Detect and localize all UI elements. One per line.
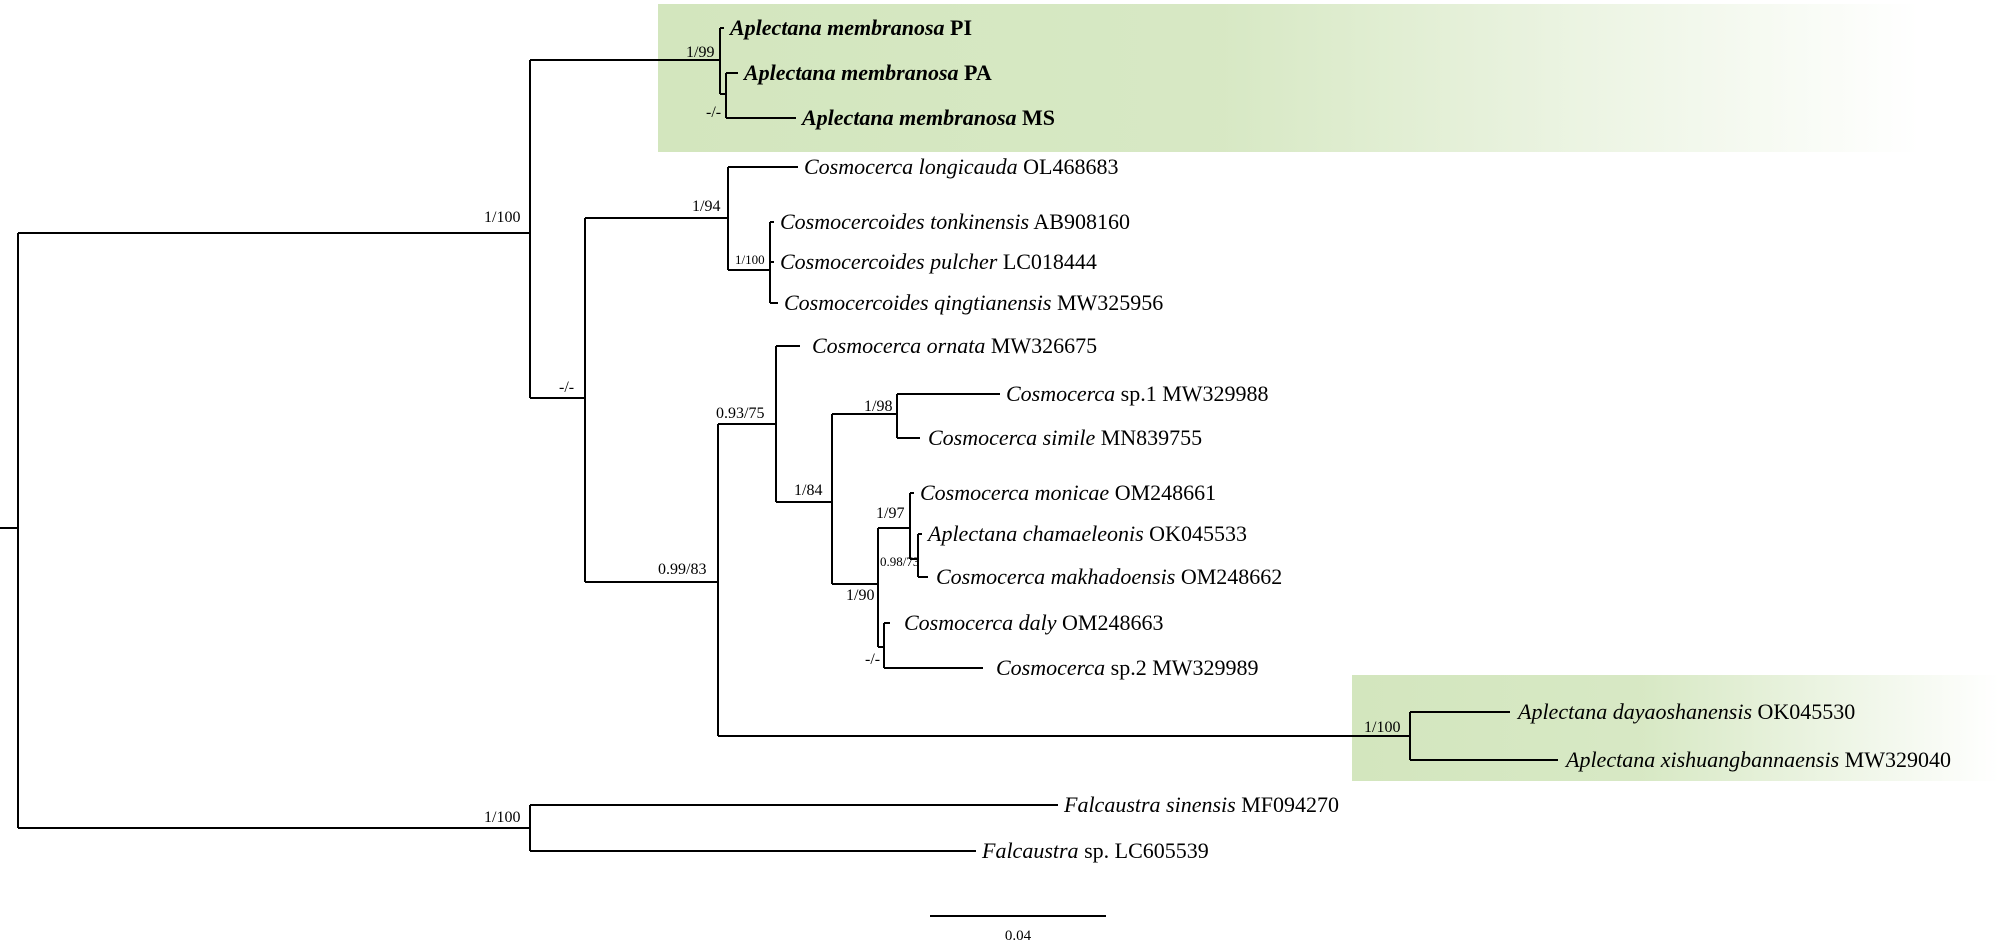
branches	[0, 27, 1558, 852]
tip-f-sp: Falcaustra sp. LC605539	[981, 838, 1209, 863]
tip-f-sinensis: Falcaustra sinensis MF094270	[1063, 792, 1339, 817]
scale-bar: 0.04	[930, 915, 1106, 943]
tip-ornata: Cosmocerca ornata MW326675	[812, 333, 1097, 358]
scale-bar-label: 0.04	[1005, 928, 1032, 943]
support-values: 1/99 -/- 1/100 -/- 1/94 1/100 0.99/83 0.…	[484, 44, 1400, 826]
tip-pulcher: Cosmocercoides pulcher LC018444	[780, 249, 1097, 274]
tip-makhadoensis: Cosmocerca makhadoensis OM248662	[936, 564, 1282, 589]
support-am-clade: 1/99	[686, 44, 714, 61]
tip-simile: Cosmocerca simile MN839755	[928, 425, 1202, 450]
tip-am-pi: Aplectana membranosa PI	[728, 15, 972, 40]
tip-labels: Aplectana membranosa PI Aplectana membra…	[728, 15, 1951, 863]
tip-chamaeleonis: Aplectana chamaeleonis OK045533	[926, 521, 1247, 546]
tip-monicae: Cosmocerca monicae OM248661	[920, 480, 1216, 505]
support-big-clade: 0.99/83	[658, 561, 706, 578]
support-am-pa-ms: -/-	[706, 104, 721, 121]
support-cosmocercoides: 1/100	[735, 252, 765, 267]
support-cham-makh: 0.98/73	[880, 554, 919, 569]
support-orn-clade: 0.93/75	[716, 405, 764, 422]
tip-am-ms: Aplectana membranosa MS	[800, 105, 1055, 130]
support-n184: 1/84	[794, 482, 822, 499]
tip-sp1: Cosmocerca sp.1 MW329988	[1006, 381, 1269, 406]
support-aplectana-pair: 1/100	[1364, 719, 1400, 736]
support-falcaustra: 1/100	[484, 809, 520, 826]
tip-dayaoshanensis: Aplectana dayaoshanensis OK045530	[1516, 699, 1855, 724]
support-cosmo-main: -/-	[559, 379, 574, 396]
highlight-membranosa	[658, 4, 1920, 152]
tip-longicauda: Cosmocerca longicauda OL468683	[804, 154, 1118, 179]
tip-am-pa: Aplectana membranosa PA	[742, 60, 992, 85]
support-sp1-simile: 1/98	[864, 398, 892, 415]
support-monicae-clade: 1/97	[876, 505, 904, 522]
support-daly-sp2: -/-	[865, 651, 880, 668]
tip-sp2: Cosmocerca sp.2 MW329989	[996, 655, 1259, 680]
support-longi-clade: 1/94	[692, 198, 720, 215]
tip-qingtianensis: Cosmocercoides qingtianensis MW325956	[784, 290, 1163, 315]
support-ingroup: 1/100	[484, 209, 520, 226]
tip-tonkinensis: Cosmocercoides tonkinensis AB908160	[780, 209, 1130, 234]
support-n190: 1/90	[846, 587, 874, 604]
tip-daly: Cosmocerca daly OM248663	[904, 610, 1164, 635]
highlight-dayao-xishuang	[1352, 675, 2000, 781]
tip-xishuangbannaensis: Aplectana xishuangbannaensis MW329040	[1564, 747, 1951, 772]
